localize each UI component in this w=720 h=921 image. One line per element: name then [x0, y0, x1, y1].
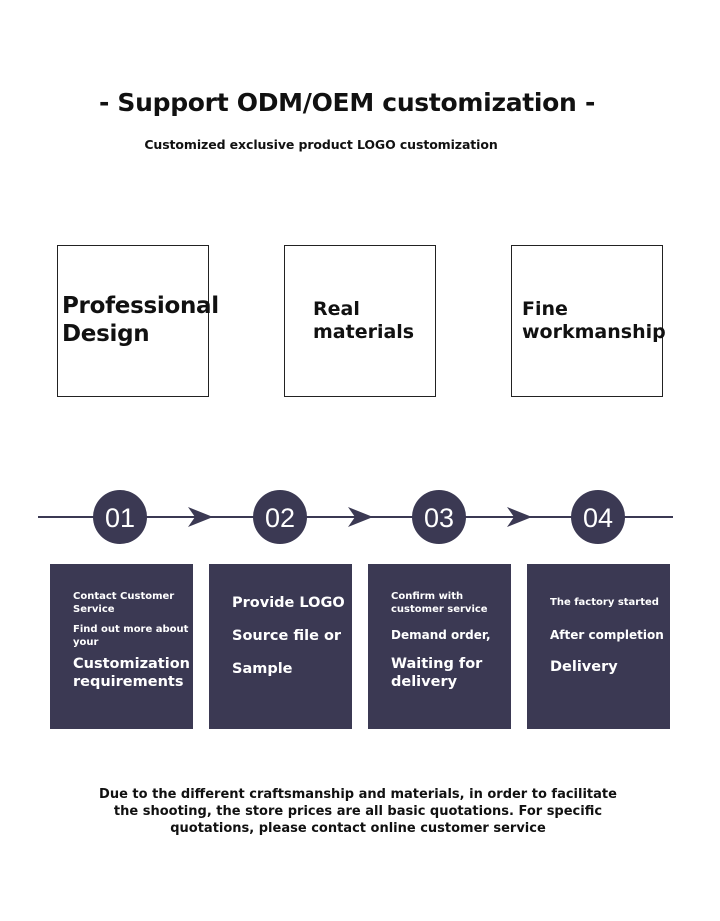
page-subtitle: Customized exclusive product LOGO custom… [144, 137, 498, 152]
step-circle-01 [93, 490, 147, 544]
note-line: the shooting, the store prices are all b… [113, 803, 603, 819]
page-title: - Support ODM/OEM customization - [98, 88, 596, 117]
step-number: 01 [105, 503, 135, 533]
step-text: Source file or [232, 628, 342, 644]
step-card-01: Contact Customer Service Find out more a… [50, 564, 193, 729]
step-number: 04 [583, 503, 613, 533]
step-card-04: The factory started After completion Del… [527, 564, 670, 729]
note-line: quotations, please contact online custom… [170, 820, 546, 836]
step-text: The factory started [550, 597, 659, 608]
arrow-right-icon [348, 507, 373, 527]
process-timeline: 01 02 03 04 [38, 490, 673, 544]
step-circle-04 [571, 490, 625, 544]
pricing-note: Due to the different craftsmanship and m… [0, 787, 716, 838]
arrow-right-icon [188, 507, 213, 527]
feature-line: Real [313, 298, 360, 320]
step-text: Sample [232, 661, 293, 677]
step-text: Demand order, [391, 628, 491, 642]
step-number: 03 [424, 503, 454, 533]
feature-line: materials [313, 321, 415, 344]
step-text: Customization requirements [73, 656, 190, 691]
step-text: Provide LOGO [232, 595, 345, 611]
step-text: After completion [550, 628, 664, 642]
step-circle-02 [253, 490, 307, 544]
step-text: Contact Customer Service [73, 591, 175, 615]
feature-line: workmanship [522, 321, 666, 344]
step-text: Waiting for delivery [391, 656, 483, 691]
step-text: Delivery [550, 659, 618, 675]
step-number: 02 [265, 503, 295, 533]
step-text: Find out more about your [73, 624, 189, 648]
feature-line: Design [62, 321, 150, 348]
step-circle-03 [412, 490, 466, 544]
note-line: Due to the different craftsmanship and m… [99, 787, 617, 802]
step-card-03: Confirm with customer service Demand ord… [368, 564, 511, 729]
step-text: Confirm with customer service [391, 591, 488, 615]
feature-line: Professional [62, 293, 219, 319]
feature-line: Fine [522, 298, 568, 320]
arrow-right-icon [507, 507, 532, 527]
step-card-02: Provide LOGO Source file or Sample [209, 564, 352, 729]
